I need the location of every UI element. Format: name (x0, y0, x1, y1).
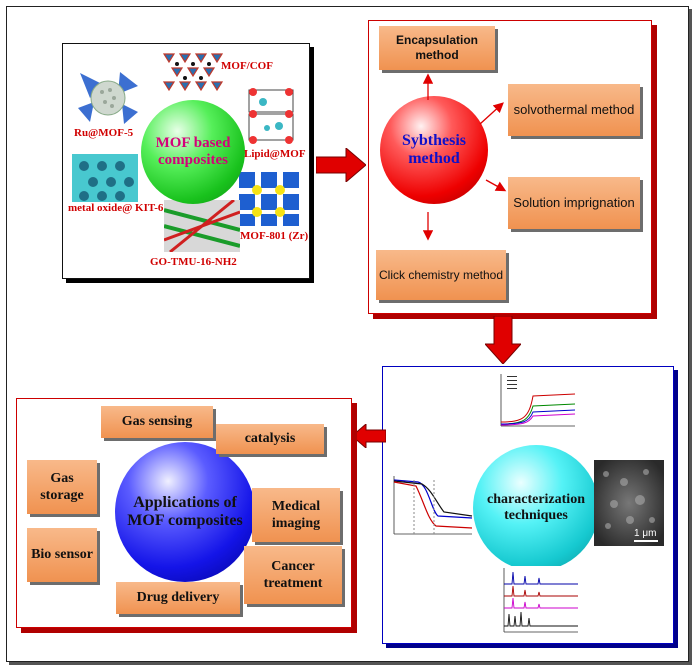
synthesis-connector-arrows (422, 73, 507, 241)
mof-composites-sphere: MOF based composites (141, 100, 245, 204)
sem-image (594, 460, 664, 546)
isotherm-graph-image (493, 370, 577, 436)
click-chemistry-method-box: Click chemistry method (376, 250, 506, 300)
drug-delivery-box: Drug delivery (116, 582, 240, 614)
solution-impregnation-box: Solution imprignation (508, 177, 640, 229)
go-tmu-structure-image (164, 200, 240, 252)
right-arrow-icon (316, 148, 366, 182)
catalysis-box: catalysis (216, 424, 324, 454)
metal-oxide-kit6-label: metal oxide@ KIT-6 (68, 202, 164, 214)
mof-cof-structure-image (160, 46, 226, 94)
mof-cof-label: MOF/COF (221, 60, 273, 72)
ru-mof5-structure-image (70, 68, 142, 126)
go-tmu-label: GO-TMU-16-NH2 (150, 256, 237, 268)
synthesis-method-sphere: Sybthesis method (380, 96, 488, 204)
medical-imaging-box: Medical imaging (252, 488, 340, 542)
characterization-techniques-sphere: characterization techniques (473, 445, 599, 571)
applications-sphere: Applications of MOF composites (115, 442, 255, 582)
bio-sensor-box: Bio sensor (27, 528, 97, 582)
cancer-treatment-box: Cancer treatment (244, 546, 342, 604)
down-arrow-icon (485, 316, 521, 364)
xrd-graph-image (498, 566, 580, 638)
solvothermal-method-box: solvothermal method (508, 84, 640, 136)
gas-sensing-box: Gas sensing (101, 406, 213, 438)
ru-mof5-label: Ru@MOF-5 (74, 127, 134, 139)
tga-graph-image (388, 472, 474, 542)
lipid-mof-label: Lipid@MOF (244, 148, 306, 160)
sem-scale-bar-label: 1 μm (634, 528, 657, 539)
kit6-structure-image (72, 154, 138, 202)
mof801-label: MOF-801 (Zr) (240, 230, 309, 242)
left-arrow-icon (352, 424, 386, 448)
gas-storage-box: Gas storage (27, 460, 97, 514)
encapsulation-method-box: Encapsulation method (379, 26, 495, 70)
mof801-structure-image (237, 170, 301, 228)
lipid-mof-structure-image (243, 84, 301, 148)
